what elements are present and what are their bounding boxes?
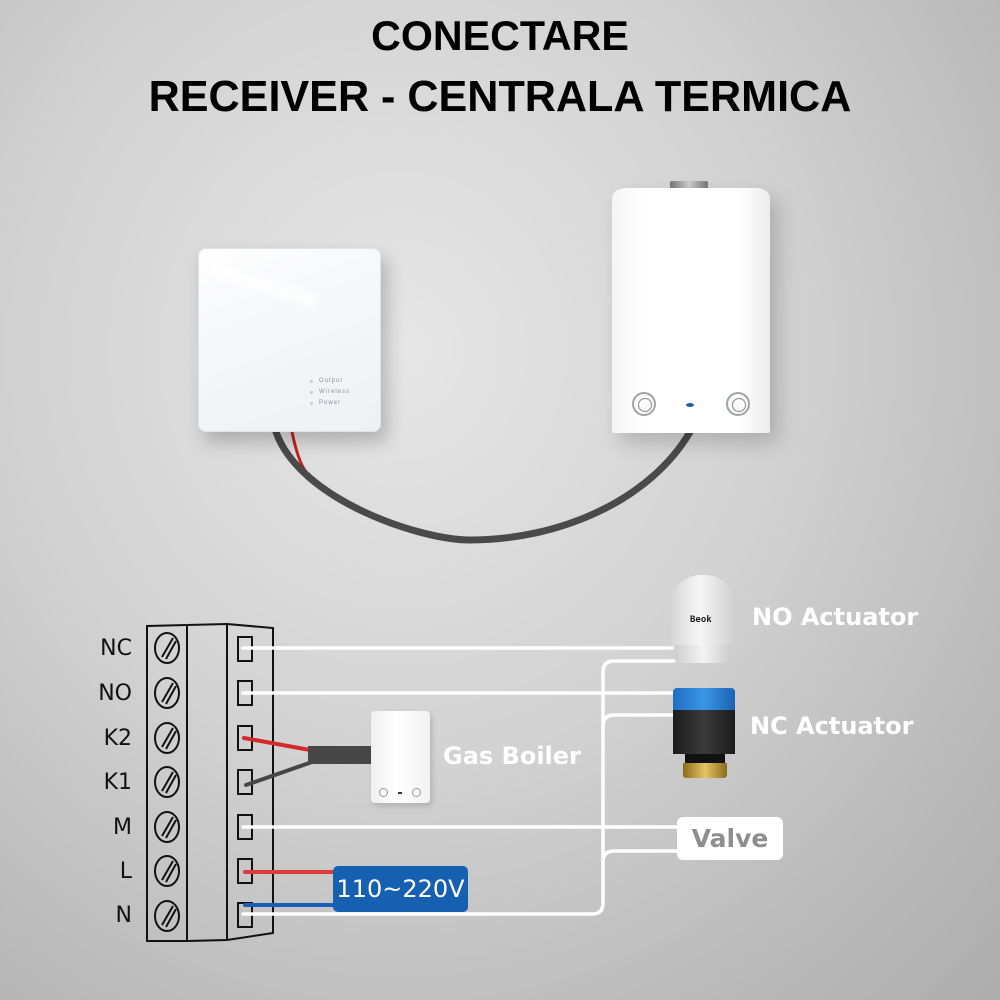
terminal-label-m: M <box>113 815 132 840</box>
actuator-body <box>673 710 735 754</box>
actuator-cap <box>671 575 735 647</box>
led-dot-icon <box>310 380 313 383</box>
terminal-label-k1: K1 <box>103 770 132 795</box>
mini-knob-icon <box>379 788 388 797</box>
actuator-neck <box>685 754 725 764</box>
boiler-wires <box>242 736 372 787</box>
led-dot-icon <box>310 402 313 405</box>
terminal-label-n: N <box>115 903 132 928</box>
led-power: Power <box>310 398 350 409</box>
boiler-flue <box>670 181 708 190</box>
led-dot-icon <box>310 391 313 394</box>
led-output: Output <box>310 376 350 387</box>
title-line-2: RECEIVER - CENTRALA TERMICA <box>148 72 852 121</box>
receiver-led-list: Output Wireless Power <box>310 376 350 409</box>
terminal-block <box>146 622 274 942</box>
boiler-device <box>612 188 770 433</box>
power-wires <box>243 870 337 907</box>
gas-boiler-label: Gas Boiler <box>443 742 581 770</box>
boiler-indicator-icon <box>686 403 694 407</box>
actuator-blue-cap <box>673 688 735 710</box>
signal-wires <box>241 646 680 916</box>
voltage-badge: 110~220V <box>333 866 468 912</box>
receiver-device: Output Wireless Power <box>198 248 381 432</box>
actuator-brass-nut <box>683 763 727 778</box>
title-line-1: CONECTARE <box>371 12 629 59</box>
mini-knob-icon <box>412 788 421 797</box>
led-wireless: Wireless <box>310 387 350 398</box>
no-actuator-icon: Beok <box>671 575 735 665</box>
actuator-brand: Beok <box>690 615 712 625</box>
gas-boiler-icon <box>371 711 430 803</box>
terminal-label-nc: NC <box>100 636 132 661</box>
boiler-knob-left-icon <box>632 392 656 416</box>
boiler-knob-right-icon <box>726 392 750 416</box>
terminal-label-no: NO <box>98 681 132 706</box>
terminal-screws <box>154 632 180 932</box>
mini-indicator-icon <box>398 792 402 794</box>
nc-actuator-icon <box>673 688 735 780</box>
terminal-label-k2: K2 <box>103 726 132 751</box>
nc-actuator-label: NC Actuator <box>750 712 914 740</box>
actuator-base <box>675 645 731 663</box>
no-actuator-label: NO Actuator <box>752 603 919 631</box>
terminal-label-l: L <box>119 859 132 884</box>
valve-badge: Valve <box>677 817 783 860</box>
